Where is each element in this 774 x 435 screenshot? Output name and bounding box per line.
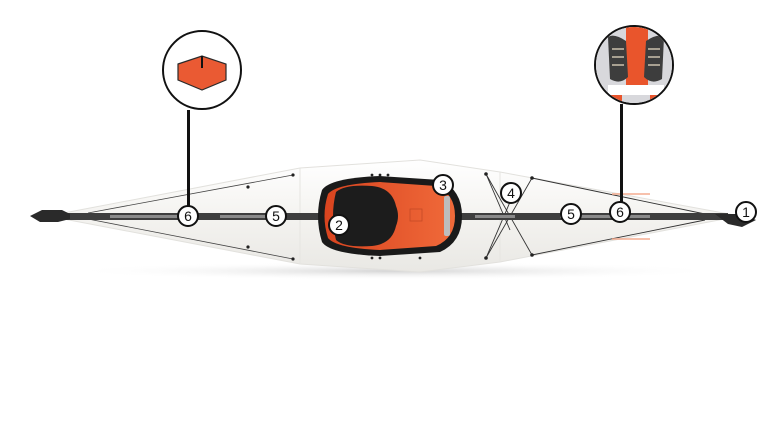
callout-6-stern[interactable]: 6 <box>609 201 631 223</box>
leader-line-left <box>187 110 190 210</box>
bow-tip <box>30 210 70 222</box>
callout-3[interactable]: 3 <box>432 174 454 196</box>
footrest <box>444 196 450 236</box>
cockpit <box>318 173 462 260</box>
callout-6-stern-label: 6 <box>616 204 624 220</box>
leader-line-right <box>620 104 623 204</box>
callout-6-bow[interactable]: 6 <box>177 205 199 227</box>
callout-4[interactable]: 4 <box>500 182 522 204</box>
callout-5-bow[interactable]: 5 <box>265 205 287 227</box>
kayak-shadow <box>65 262 725 280</box>
callout-6-bow-label: 6 <box>184 208 192 224</box>
callout-1-label: 1 <box>742 204 750 220</box>
footrest-inset[interactable] <box>594 25 674 105</box>
seat <box>333 185 398 247</box>
callout-5-stern-label: 5 <box>567 206 575 222</box>
bulkhead-inset[interactable] <box>162 30 242 110</box>
footrest-inset-image <box>596 27 672 103</box>
callout-5-bow-label: 5 <box>272 208 280 224</box>
callout-2[interactable]: 2 <box>328 214 350 236</box>
callout-2-label: 2 <box>335 217 343 233</box>
callout-4-label: 4 <box>507 185 515 201</box>
bow-rigging <box>87 174 294 260</box>
callout-5-stern[interactable]: 5 <box>560 203 582 225</box>
callout-3-label: 3 <box>439 177 447 193</box>
callout-1[interactable]: 1 <box>735 201 757 223</box>
